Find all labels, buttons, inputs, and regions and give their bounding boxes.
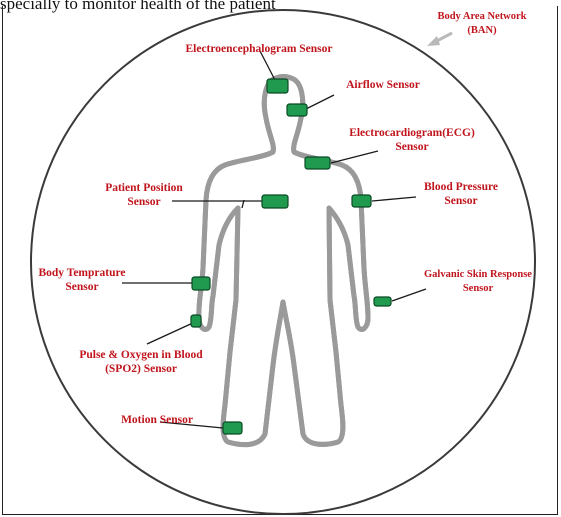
label-blood-pressure-line: Sensor <box>444 195 477 207</box>
spo2-sensor <box>191 315 201 327</box>
label-spo2: Pulse & Oxygen in Blood (SPO2) Sensor <box>79 349 203 375</box>
label-spo2-line: Pulse & Oxygen in Blood <box>79 349 203 361</box>
label-motion-line: Motion Sensor <box>121 414 193 426</box>
label-motion: Motion Sensor <box>121 414 193 426</box>
galvanic-skin-response-sensor <box>374 297 391 306</box>
ecg-sensor <box>305 157 330 169</box>
network-title-line: (BAN) <box>467 25 497 36</box>
label-body-temperature-line: Body Temprature <box>38 267 125 279</box>
network-title-line: Body Area Network <box>437 11 526 22</box>
label-ecg: Electrocardiogram(ECG) Sensor <box>349 127 475 153</box>
label-airflow: Airflow Sensor <box>346 79 420 91</box>
patient-position-sensor <box>262 195 288 208</box>
motion-sensor <box>223 422 242 434</box>
label-eeg: Electroencephalogram Sensor <box>185 43 332 55</box>
label-eeg-line: Electroencephalogram Sensor <box>185 43 332 55</box>
label-patient-position-line: Sensor <box>127 196 160 208</box>
body-temperature-sensor <box>192 277 210 290</box>
label-galvanic-skin-response-line: Sensor <box>463 283 494 294</box>
label-galvanic-skin-response-line: Galvanic Skin Response <box>424 269 532 280</box>
network-arrow-icon <box>427 33 452 46</box>
label-spo2-line: (SPO2) Sensor <box>105 363 177 375</box>
label-ecg-line: Electrocardiogram(ECG) <box>349 127 475 139</box>
human-body-outline <box>199 77 368 445</box>
label-patient-position-line: Patient Position <box>105 182 183 194</box>
blood-pressure-sensor <box>352 195 371 207</box>
label-body-temperature-line: Sensor <box>65 281 98 293</box>
airflow-sensor <box>287 104 307 116</box>
label-airflow-line: Airflow Sensor <box>346 79 420 91</box>
eeg-sensor <box>267 79 288 93</box>
label-blood-pressure-line: Blood Pressure <box>424 181 498 193</box>
label-ecg-line: Sensor <box>395 141 428 153</box>
